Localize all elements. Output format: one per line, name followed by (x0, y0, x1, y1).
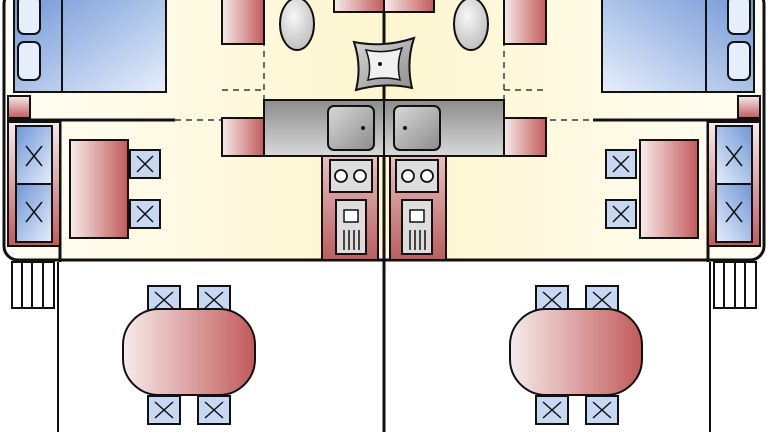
sofa-right (707, 121, 761, 247)
table-icon (509, 308, 643, 396)
terrace-lines (57, 262, 711, 432)
nightstand-left (7, 95, 31, 119)
cabinet-left-top (221, 0, 265, 45)
cabinet-right-top (503, 0, 547, 45)
stove-right (389, 155, 447, 261)
bed-right (601, 0, 755, 93)
table-icon (639, 139, 699, 239)
stairs-icon (11, 261, 55, 309)
counter-left-top (333, 0, 385, 13)
chair-group-right (605, 149, 637, 229)
dining-set-left (122, 285, 256, 425)
toilet-icon (453, 0, 489, 51)
sink-icon (352, 36, 416, 92)
chair-group-left (129, 149, 161, 229)
bed-left (13, 0, 167, 93)
counter-cabinet-left (221, 117, 265, 157)
toilet-icon (279, 0, 315, 51)
table-icon (69, 139, 129, 239)
stairs-icon (713, 261, 757, 309)
table-icon (122, 308, 256, 396)
counter-right-top (383, 0, 435, 13)
sink-icon (327, 105, 375, 151)
stove-left (321, 155, 379, 261)
sofa-left (7, 121, 61, 247)
sink-icon (393, 105, 441, 151)
nightstand-right (737, 95, 761, 119)
counter-cabinet-right (503, 117, 547, 157)
dining-set-right (509, 285, 643, 425)
